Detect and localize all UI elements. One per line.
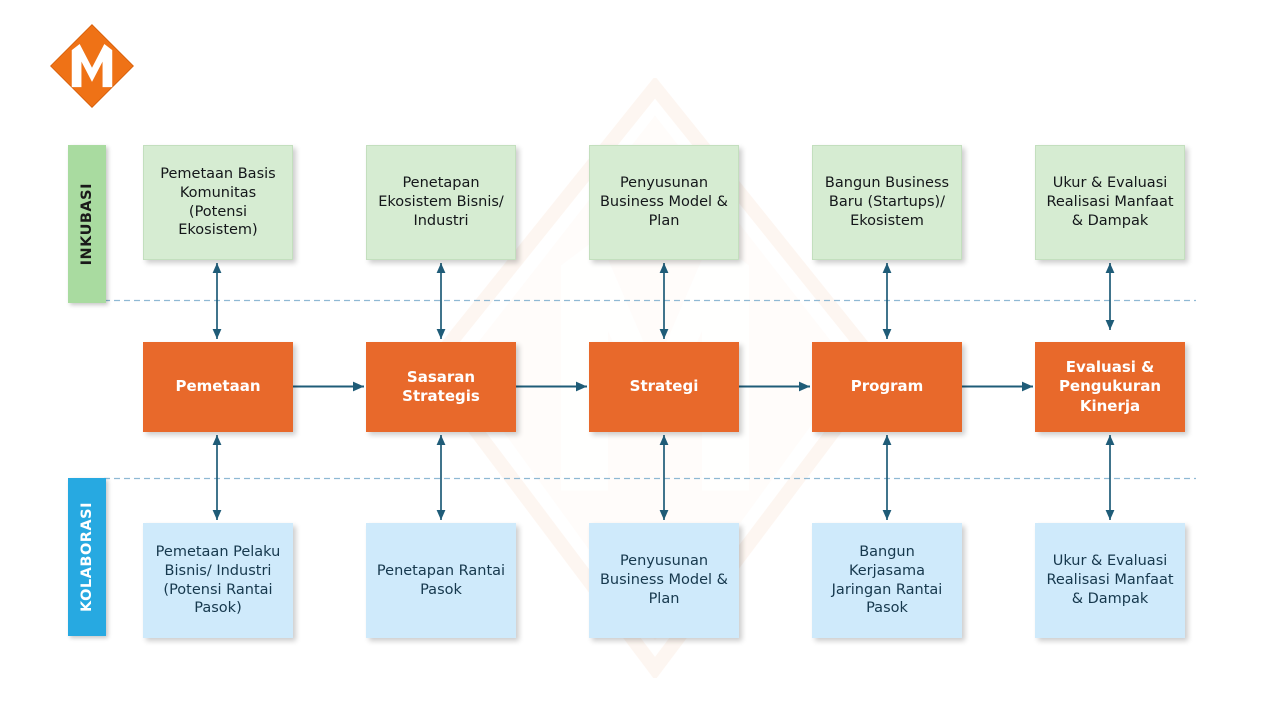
inkubasi-box-4[interactable]: Bangun Business Baru (Startups)/ Ekosist… — [812, 145, 962, 260]
core-box-4-label: Program — [850, 377, 924, 396]
kolaborasi-box-4-label: Bangun Kerjasama Jaringan Rantai Pasok — [831, 543, 943, 617]
kolaborasi-box-5-label: Ukur & Evaluasi Realisasi Manfaat & Damp… — [1046, 553, 1174, 607]
core-box-sasaran-strategis[interactable]: Sasaran Strategis — [366, 342, 516, 432]
inkubasi-box-3-label: Penyusunan Business Model & Plan — [599, 175, 728, 229]
inkubasi-box-2[interactable]: Penetapan Ekosistem Bisnis/ Industri — [366, 145, 516, 260]
inkubasi-box-3[interactable]: Penyusunan Business Model & Plan — [589, 145, 739, 260]
kolaborasi-box-2[interactable]: Penetapan Rantai Pasok — [366, 523, 516, 638]
core-box-pemetaan[interactable]: Pemetaan — [143, 342, 293, 432]
core-box-1-label: Pemetaan — [175, 377, 261, 396]
band-inkubasi-text: INKUBASI — [79, 182, 95, 266]
inkubasi-box-5-label: Ukur & Evaluasi Realisasi Manfaat & Damp… — [1046, 175, 1174, 229]
inkubasi-box-2-label: Penetapan Ekosistem Bisnis/ Industri — [378, 175, 504, 229]
kolaborasi-box-1-label: Pemetaan Pelaku Bisnis/ Industri (Potens… — [155, 543, 281, 617]
band-label-inkubasi: INKUBASI — [68, 145, 106, 303]
kolaborasi-box-4[interactable]: Bangun Kerjasama Jaringan Rantai Pasok — [812, 523, 962, 638]
kolaborasi-box-1[interactable]: Pemetaan Pelaku Bisnis/ Industri (Potens… — [143, 523, 293, 638]
core-box-3-label: Strategi — [629, 377, 699, 396]
core-box-evaluasi[interactable]: Evaluasi & Pengukuran Kinerja — [1035, 342, 1185, 432]
inkubasi-box-1-label: Pemetaan Basis Komunitas (Potensi Ekosis… — [160, 165, 276, 239]
kolaborasi-box-5[interactable]: Ukur & Evaluasi Realisasi Manfaat & Damp… — [1035, 523, 1185, 638]
kolaborasi-box-3[interactable]: Penyusunan Business Model & Plan — [589, 523, 739, 638]
kolaborasi-box-3-label: Penyusunan Business Model & Plan — [599, 553, 728, 607]
core-box-strategi[interactable]: Strategi — [589, 342, 739, 432]
core-box-5-label: Evaluasi & Pengukuran Kinerja — [1058, 357, 1162, 415]
inkubasi-box-5[interactable]: Ukur & Evaluasi Realisasi Manfaat & Damp… — [1035, 145, 1185, 260]
kolaborasi-box-2-label: Penetapan Rantai Pasok — [376, 562, 506, 598]
band-label-kolaborasi: KOLABORASI — [68, 478, 106, 636]
band-kolaborasi-text: KOLABORASI — [79, 502, 95, 612]
core-box-program[interactable]: Program — [812, 342, 962, 432]
inkubasi-box-1[interactable]: Pemetaan Basis Komunitas (Potensi Ekosis… — [143, 145, 293, 260]
inkubasi-box-4-label: Bangun Business Baru (Startups)/ Ekosist… — [824, 175, 950, 229]
m-diamond-logo — [48, 22, 136, 110]
core-box-2-label: Sasaran Strategis — [402, 367, 480, 406]
